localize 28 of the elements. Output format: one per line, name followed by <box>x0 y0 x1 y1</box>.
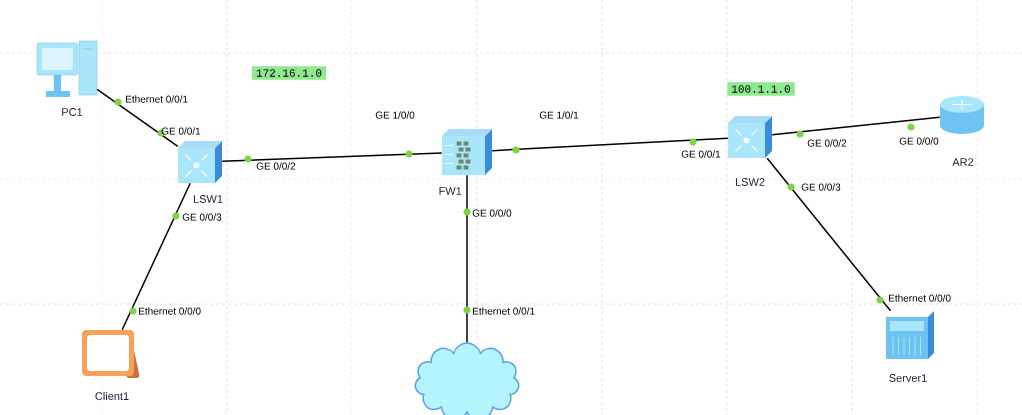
network-label: 172.16.1.0 <box>252 66 326 80</box>
link-line <box>221 152 443 162</box>
link-line <box>771 116 941 136</box>
port-label: GE 0/0/1 <box>681 150 721 158</box>
network-label: 100.1.1.0 <box>727 82 795 96</box>
port-label: GE 0/0/2 <box>256 162 296 170</box>
port-label: GE 0/0/3 <box>182 213 222 221</box>
device-name: LSW1 <box>193 195 223 203</box>
port-label: GE 0/0/2 <box>807 139 847 147</box>
port-label: Ethernet 0/0/0 <box>139 307 201 315</box>
link-line <box>766 157 892 312</box>
link-line <box>96 88 179 148</box>
link-line <box>121 182 191 331</box>
port-label: GE 1/0/1 <box>539 111 579 119</box>
port-label: GE 0/0/0 <box>472 209 512 217</box>
cloud-icon <box>414 342 520 415</box>
device-name: LSW2 <box>735 178 765 186</box>
device-name: AR2 <box>952 158 974 166</box>
device-name: PC1 <box>62 108 83 116</box>
link-line <box>491 137 729 152</box>
port-label: Ethernet 0/0/1 <box>126 95 188 103</box>
port-label: GE 0/0/3 <box>801 183 841 191</box>
link-line <box>466 174 468 343</box>
port-label: GE 0/0/1 <box>161 127 201 135</box>
device-name: Server1 <box>889 374 927 382</box>
device-name: FW1 <box>439 187 462 195</box>
port-label: Ethernet 0/0/0 <box>889 294 951 302</box>
device-name: Client1 <box>95 391 129 401</box>
